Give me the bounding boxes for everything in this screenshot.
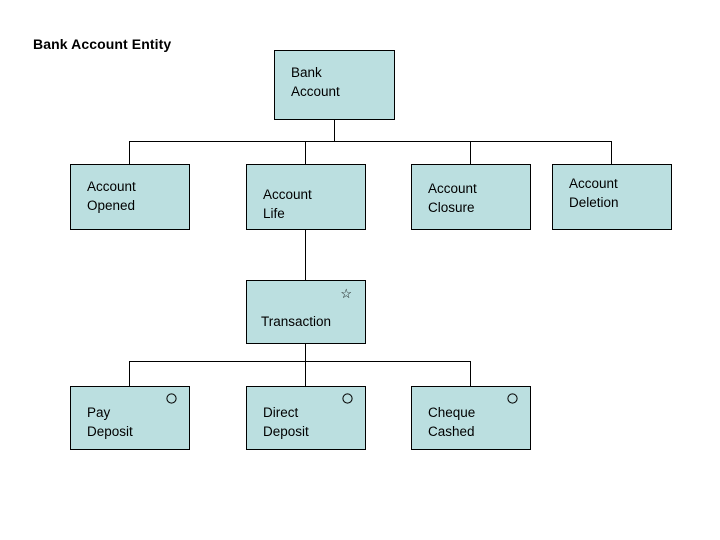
- node-account-opened-label: Account Opened: [87, 179, 136, 213]
- connector-drop-cheque-cashed: [470, 361, 471, 386]
- star-icon: ☆: [340, 286, 352, 301]
- connector-account-life-to-transaction: [305, 230, 306, 280]
- node-bank-account[interactable]: Bank Account: [274, 50, 395, 120]
- connector-drop-account-opened: [129, 141, 130, 165]
- node-account-life[interactable]: Account Life: [246, 164, 366, 230]
- node-account-opened[interactable]: Account Opened: [70, 164, 190, 230]
- node-account-closure[interactable]: Account Closure: [411, 164, 531, 230]
- node-direct-deposit[interactable]: Direct Deposit: [246, 386, 366, 450]
- connector-drop-direct-deposit: [305, 361, 306, 386]
- connector-level4-bus: [129, 361, 471, 362]
- connector-drop-pay-deposit: [129, 361, 130, 386]
- page-title: Bank Account Entity: [33, 36, 172, 52]
- connector-drop-account-life: [305, 141, 306, 165]
- connector-drop-account-deletion: [611, 141, 612, 165]
- node-pay-deposit[interactable]: Pay Deposit: [70, 386, 190, 450]
- node-bank-account-label: Bank Account: [291, 65, 340, 99]
- connector-drop-account-closure: [470, 141, 471, 165]
- node-account-deletion-label: Account Deletion: [569, 176, 619, 210]
- circle-icon: [507, 393, 518, 404]
- circle-icon: [166, 393, 177, 404]
- connector-transaction-stem: [305, 344, 306, 362]
- circle-icon: [342, 393, 353, 404]
- node-cheque-cashed[interactable]: Cheque Cashed: [411, 386, 531, 450]
- node-pay-deposit-label: Pay Deposit: [87, 405, 133, 439]
- node-account-deletion[interactable]: Account Deletion: [552, 164, 672, 230]
- node-transaction-label: Transaction: [261, 314, 332, 329]
- node-cheque-cashed-label: Cheque Cashed: [428, 405, 476, 439]
- node-account-closure-label: Account Closure: [428, 181, 477, 215]
- connector-level2-bus: [129, 141, 612, 142]
- node-transaction[interactable]: ☆ Transaction: [246, 280, 366, 344]
- node-direct-deposit-label: Direct Deposit: [263, 405, 309, 439]
- node-account-life-label: Account Life: [263, 187, 312, 221]
- connector-root-stem: [334, 120, 335, 142]
